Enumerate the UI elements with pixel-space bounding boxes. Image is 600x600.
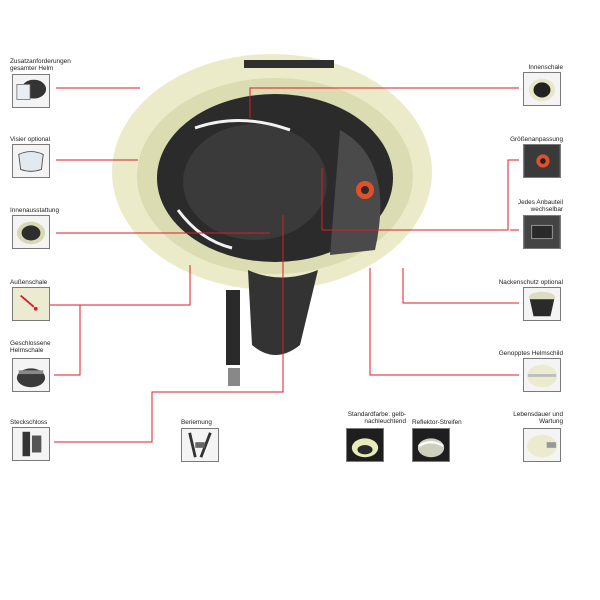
size-adjust-knob-icon: [523, 144, 561, 178]
chin-strap-icon: [181, 428, 219, 462]
visor-icon: [12, 144, 50, 178]
glowing-helmet-icon: [346, 428, 384, 462]
shell-impact-icon: [12, 287, 50, 321]
label-genopptes-helmschild: Genopptes Helmschild: [498, 350, 563, 357]
label-groessenanpassung: Größenanpassung: [510, 136, 563, 143]
label-standardfarbe: Standardfarbe: gelb- nachleuchtend: [347, 411, 406, 425]
label-aussenschale: Außenschale: [10, 279, 48, 286]
service-label-helmet-icon: [523, 428, 561, 462]
label-lebensdauer-wartung: Lebensdauer und Wartung: [513, 411, 563, 425]
helmet-brim-icon: [523, 358, 561, 392]
helmet-lining-icon: [12, 215, 50, 249]
label-zusatzanforderungen: Zusatzanforderungen gesamter Helm: [10, 58, 71, 72]
closed-shell-icon: [12, 358, 50, 392]
neck-protector-icon: [523, 287, 561, 321]
label-steckschloss: Steckschloss: [10, 419, 48, 426]
label-innenschale: Innenschale: [528, 64, 563, 71]
label-beriemung: Beriemung: [181, 419, 212, 426]
buckle-lock-icon: [12, 427, 50, 461]
label-visier-optional: Visier optional: [10, 136, 51, 143]
inner-shell-icon: [523, 72, 561, 106]
label-jedes-anbauteil: Jedes Anbauteil wechselbar: [517, 199, 563, 213]
reflective-stripe-helmet-icon: [412, 428, 450, 462]
label-geschlossene-helmschale: Geschlossene Helmschale: [10, 340, 51, 354]
label-innenausstattung: Innenausstattung: [10, 207, 60, 214]
helmet-with-visor-icon: [12, 74, 50, 108]
label-reflektor-streifen: Reflektor-Streifen: [412, 419, 462, 426]
attachment-part-icon: [523, 215, 561, 249]
label-nackenschutz: Nackenschutz optional: [498, 279, 563, 286]
helmet-main-image: [112, 54, 432, 386]
